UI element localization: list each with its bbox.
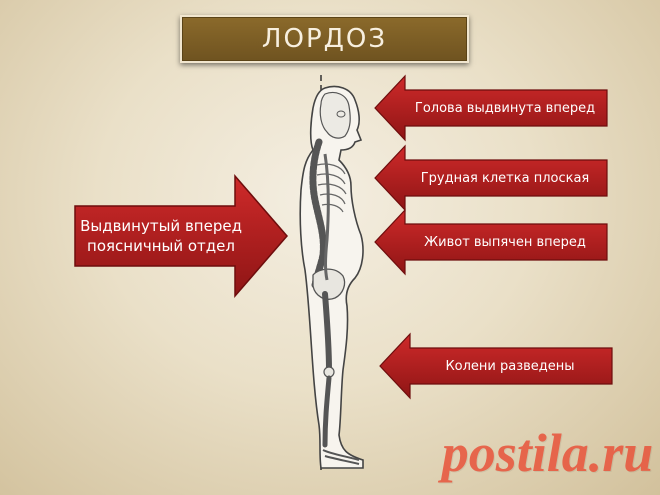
title-banner: ЛОРДОЗ: [180, 15, 469, 63]
page-title: ЛОРДОЗ: [261, 24, 388, 54]
left-arrow-lumbar: Выдвинутый вперед поясничный отдел: [74, 173, 290, 299]
left-arrow-label: Выдвинутый вперед поясничный отдел: [75, 206, 247, 266]
skeleton-illustration: [285, 70, 385, 480]
right-arrow-knees: Колени разведены: [379, 332, 615, 400]
left-arrow-line-1: Выдвинутый вперед: [80, 217, 242, 235]
right-arrow-head-label: Голова выдвинута вперед: [414, 100, 596, 116]
watermark-text: postila.ru: [441, 423, 654, 483]
right-arrow-knees-label: Колени разведены: [445, 358, 575, 374]
watermark: postila.ru: [440, 418, 655, 488]
right-arrow-chest-label: Грудная клетка плоская: [420, 170, 590, 186]
right-arrow-chest: Грудная клетка плоская: [374, 144, 610, 212]
left-arrow-line-2: поясничный отдел: [87, 237, 235, 255]
right-arrow-head: Голова выдвинута вперед: [374, 74, 610, 142]
right-arrow-belly: Живот выпячен вперед: [374, 208, 610, 276]
skeleton-svg: [299, 75, 364, 470]
right-arrow-belly-label: Живот выпячен вперед: [424, 234, 586, 250]
